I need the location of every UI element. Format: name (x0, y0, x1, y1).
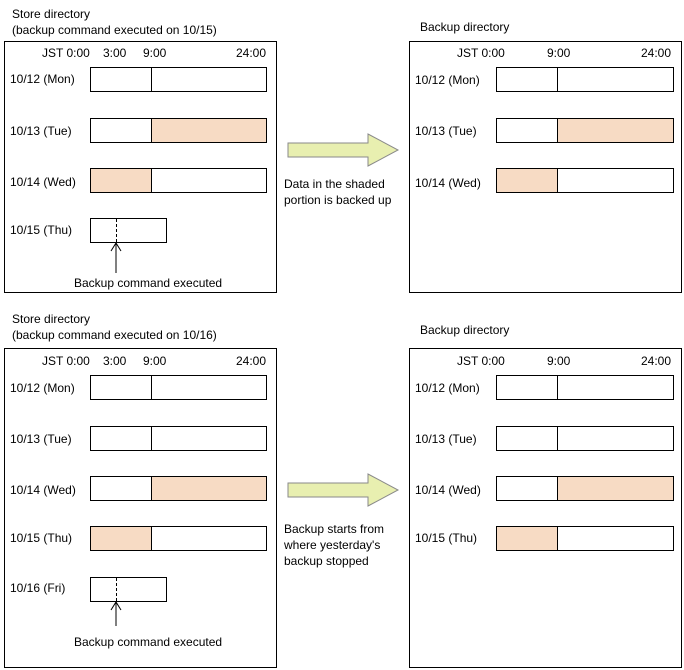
timeline-bar (496, 67, 674, 92)
time-label-9: 9:00 (143, 46, 167, 60)
timeline-bar (496, 426, 674, 451)
store-directory-title-top: Store directory (12, 7, 91, 21)
backed-up-segment (91, 169, 151, 192)
time-divider (151, 527, 152, 550)
right-arrow-icon (287, 473, 400, 507)
right-arrow-icon (287, 133, 400, 167)
day-label: 10/13 (Tue) (415, 432, 477, 446)
arrow-caption-line: backup stopped (284, 554, 369, 568)
arrow-caption-line: Data in the shaded (284, 177, 385, 191)
backed-up-segment (497, 527, 557, 550)
store-directory-panel-top: JST 0:00 3:00 9:00 24:00 10/12 (Mon) 10/… (4, 41, 277, 293)
time-divider (151, 169, 152, 192)
day-label: 10/14 (Wed) (415, 176, 481, 190)
day-label: 10/13 (Tue) (415, 124, 477, 138)
backup-directory-panel-top: JST 0:00 9:00 24:00 10/12 (Mon) 10/13 (T… (409, 41, 682, 293)
timeline-bar (90, 476, 267, 501)
time-label-24: 24:00 (236, 46, 267, 60)
day-label: 10/14 (Wed) (10, 175, 76, 189)
time-label-3: 3:00 (103, 354, 127, 368)
backed-up-segment (151, 477, 266, 500)
timeline-bar (90, 426, 267, 451)
command-time-marker (116, 578, 117, 601)
backup-command-label: Backup command executed (74, 276, 223, 290)
day-label: 10/12 (Mon) (10, 381, 75, 395)
day-label: 10/16 (Fri) (10, 581, 66, 595)
timeline-bar (90, 375, 267, 400)
day-label: 10/14 (Wed) (415, 483, 481, 497)
up-arrow-icon (110, 601, 122, 626)
time-label-jst-0: JST 0:00 (457, 354, 505, 368)
time-divider (151, 376, 152, 399)
time-label-24: 24:00 (641, 46, 672, 60)
arrow-caption-line: portion is backed up (284, 193, 392, 207)
time-divider (557, 477, 558, 500)
day-label: 10/15 (Thu) (415, 531, 478, 545)
time-label-24: 24:00 (236, 354, 267, 368)
store-directory-subtitle-top: (backup command executed on 10/15) (12, 23, 217, 37)
day-label: 10/13 (Tue) (10, 124, 72, 138)
time-divider (557, 119, 558, 142)
day-label: 10/13 (Tue) (10, 432, 72, 446)
timeline-bar (496, 118, 674, 143)
time-divider (557, 376, 558, 399)
time-divider (151, 68, 152, 91)
time-label-jst-0: JST 0:00 (457, 46, 505, 60)
command-time-marker (116, 219, 117, 242)
day-label: 10/12 (Mon) (415, 73, 480, 87)
time-label-24: 24:00 (641, 354, 672, 368)
timeline-bar (496, 375, 674, 400)
arrow-caption-line: where yesterday's (284, 538, 381, 552)
time-divider (557, 527, 558, 550)
time-divider (557, 169, 558, 192)
store-directory-subtitle-bottom: (backup command executed on 10/16) (12, 328, 217, 342)
timeline-bar (90, 67, 267, 92)
up-arrow-icon (110, 242, 122, 273)
store-directory-title-bottom: Store directory (12, 312, 91, 326)
day-label: 10/12 (Mon) (10, 72, 75, 86)
backup-directory-panel-bottom: JST 0:00 9:00 24:00 10/12 (Mon) 10/13 (T… (409, 348, 682, 668)
day-label: 10/12 (Mon) (415, 381, 480, 395)
timeline-bar (496, 526, 674, 551)
timeline-bar-partial (90, 218, 167, 243)
arrow-caption-line: Backup starts from (284, 522, 385, 536)
time-label-jst-0: JST 0:00 (42, 46, 90, 60)
timeline-bar (90, 118, 267, 143)
backup-command-label: Backup command executed (74, 635, 223, 649)
timeline-bar (496, 476, 674, 501)
backed-up-segment (151, 119, 266, 142)
backup-directory-title-bottom: Backup directory (420, 323, 510, 337)
time-label-9: 9:00 (547, 354, 571, 368)
time-divider (151, 119, 152, 142)
backed-up-segment (557, 119, 673, 142)
time-divider (151, 477, 152, 500)
timeline-bar (90, 526, 267, 551)
backed-up-segment (557, 477, 673, 500)
day-label: 10/15 (Thu) (10, 531, 73, 545)
time-label-9: 9:00 (143, 354, 167, 368)
day-label: 10/15 (Thu) (10, 223, 73, 237)
time-divider (151, 427, 152, 450)
time-label-9: 9:00 (547, 46, 571, 60)
store-directory-panel-bottom: JST 0:00 3:00 9:00 24:00 10/12 (Mon) 10/… (4, 348, 277, 668)
day-label: 10/14 (Wed) (10, 483, 76, 497)
backup-directory-title-top: Backup directory (420, 20, 510, 34)
time-label-jst-0: JST 0:00 (42, 354, 90, 368)
timeline-bar (496, 168, 674, 193)
time-label-3: 3:00 (103, 46, 127, 60)
time-divider (557, 68, 558, 91)
timeline-bar-partial (90, 577, 167, 602)
backed-up-segment (91, 527, 151, 550)
backed-up-segment (497, 169, 557, 192)
time-divider (557, 427, 558, 450)
timeline-bar (90, 168, 267, 193)
